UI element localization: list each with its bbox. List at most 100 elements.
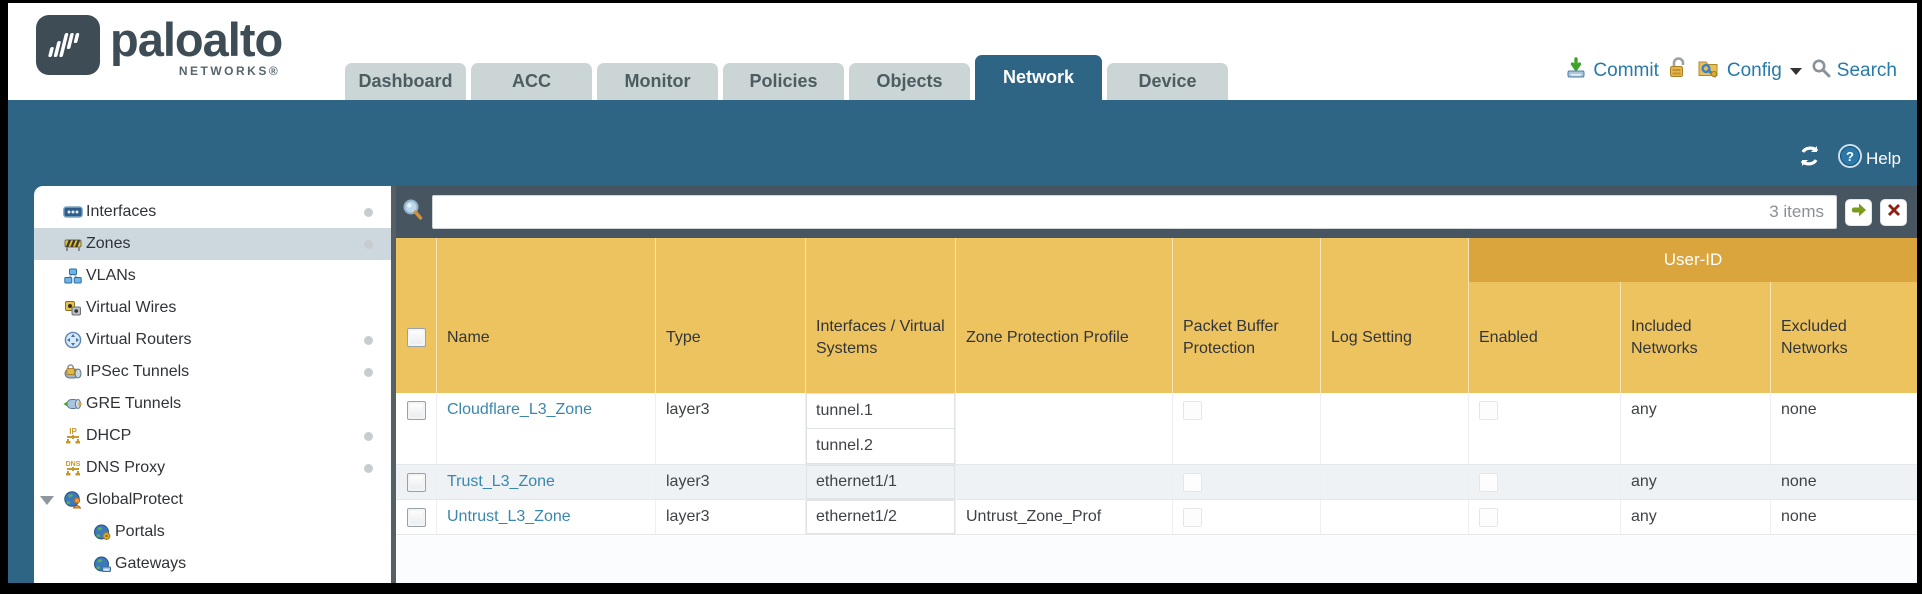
log-setting-cell <box>1321 393 1469 464</box>
user-id-enabled-checkbox[interactable] <box>1479 401 1498 420</box>
tab-objects[interactable]: Objects <box>849 63 970 100</box>
user-id-group-header: User-ID <box>1469 238 1917 282</box>
config-menu-button[interactable]: Config <box>1697 57 1802 85</box>
zones-main-panel: 3 items <box>391 186 1917 583</box>
zone-name-link[interactable]: Untrust_L3_Zone <box>447 508 571 525</box>
column-header-enabled[interactable]: Enabled <box>1469 238 1621 393</box>
interface-entry: ethernet1/2 <box>806 500 955 534</box>
excluded-networks-cell: none <box>1781 473 1817 490</box>
select-all-checkbox[interactable] <box>406 328 426 347</box>
zone-type-cell: layer3 <box>656 465 806 499</box>
column-header-interfaces[interactable]: Interfaces / Virtual Systems <box>806 238 956 393</box>
sidebar-item-gre-tunnels[interactable]: GRE Tunnels <box>34 388 391 420</box>
status-dot <box>364 368 373 377</box>
svg-text:DNS: DNS <box>66 461 81 468</box>
commit-icon <box>1565 57 1587 85</box>
filter-input[interactable] <box>433 196 1770 228</box>
sidebar-item-portals[interactable]: Portals <box>34 516 391 548</box>
sidebar-item-interfaces[interactable]: Interfaces <box>34 196 391 228</box>
packet-buffer-checkbox[interactable] <box>1183 472 1202 492</box>
dhcp-icon: IP <box>60 427 86 445</box>
sidebar-item-gateways[interactable]: Gateways <box>34 548 391 580</box>
header-utility-links: Commit Con <box>1565 57 1897 85</box>
table-empty-area <box>396 535 1917 583</box>
tab-monitor[interactable]: Monitor <box>597 63 718 100</box>
column-header-zone-protection-profile[interactable]: Zone Protection Profile <box>956 238 1173 393</box>
column-header-packet-buffer-protection[interactable]: Packet Buffer Protection <box>1173 238 1321 393</box>
user-id-enabled-checkbox[interactable] <box>1479 472 1498 492</box>
tab-policies[interactable]: Policies <box>723 63 844 100</box>
included-networks-cell: any <box>1621 465 1771 499</box>
sidebar-item-label: DHCP <box>86 427 132 444</box>
zone-interfaces-cell: ethernet1/2 <box>806 500 956 534</box>
zone-type-cell: layer3 <box>656 393 806 464</box>
interface-entry: tunnel.1 <box>806 393 955 429</box>
packet-buffer-checkbox[interactable] <box>1183 401 1202 420</box>
status-dot <box>364 336 373 345</box>
portals-icon <box>89 524 115 541</box>
sidebar-item-vlans[interactable]: VLANs <box>34 260 391 292</box>
row-checkbox[interactable] <box>406 401 426 420</box>
tab-device[interactable]: Device <box>1107 63 1228 100</box>
sidebar-item-label: DNS Proxy <box>86 459 166 476</box>
zones-table-header: Name Type Interfaces / Virtual Systems Z… <box>396 238 1917 393</box>
column-header-log-setting[interactable]: Log Setting <box>1321 238 1469 393</box>
sidebar-item-label: Virtual Routers <box>86 331 192 348</box>
tab-dashboard[interactable]: Dashboard <box>345 63 466 100</box>
sidebar-item-label: IPSec Tunnels <box>86 363 190 380</box>
svg-text:?: ? <box>1846 149 1854 164</box>
table-row[interactable]: Untrust_L3_Zone layer3 ethernet1/2 Untru… <box>396 500 1917 535</box>
search-button[interactable]: Search <box>1811 58 1897 84</box>
red-x-icon <box>1885 201 1903 224</box>
sidebar-item-dns-proxy[interactable]: DNS DNS Proxy <box>34 452 391 484</box>
filter-toolbar: 3 items <box>396 186 1917 238</box>
row-checkbox[interactable] <box>406 472 426 492</box>
sidebar-item-dhcp[interactable]: IP DHCP <box>34 420 391 452</box>
interface-entry: ethernet1/1 <box>806 465 955 499</box>
zone-name-link[interactable]: Cloudflare_L3_Zone <box>447 401 592 418</box>
included-networks-cell: any <box>1621 393 1771 464</box>
log-setting-cell <box>1321 500 1469 534</box>
zone-interfaces-cell: tunnel.1 tunnel.2 <box>806 393 956 464</box>
sidebar-item-virtual-wires[interactable]: Virtual Wires <box>34 292 391 324</box>
help-icon: ? <box>1837 143 1863 174</box>
refresh-icon[interactable] <box>1796 144 1823 173</box>
row-checkbox[interactable] <box>406 507 426 527</box>
table-row[interactable]: Trust_L3_Zone layer3 ethernet1/1 any non… <box>396 465 1917 500</box>
items-count: 3 items <box>1769 202 1824 221</box>
dns-proxy-icon: DNS <box>60 459 86 477</box>
interfaces-icon <box>60 205 86 219</box>
column-header-excluded-networks[interactable]: Excluded Networks <box>1781 317 1848 357</box>
virtual-routers-icon <box>60 331 86 349</box>
unlock-icon[interactable] <box>1668 57 1688 85</box>
collapse-triangle-icon[interactable] <box>40 495 54 505</box>
interface-entry: tunnel.2 <box>806 428 955 464</box>
tab-network[interactable]: Network <box>975 55 1102 100</box>
excluded-networks-cell: none <box>1781 508 1817 525</box>
status-dot <box>364 208 373 217</box>
sidebar-item-label: Virtual Wires <box>86 299 177 316</box>
column-header-included-networks[interactable]: Included Networks <box>1621 238 1771 393</box>
packet-buffer-checkbox[interactable] <box>1183 507 1202 527</box>
tab-acc[interactable]: ACC <box>471 63 592 100</box>
help-button[interactable]: ? Help <box>1837 143 1901 174</box>
zones-icon <box>60 237 86 252</box>
network-sidebar: Interfaces Zones <box>34 186 391 583</box>
user-id-enabled-checkbox[interactable] <box>1479 507 1498 527</box>
sidebar-item-label: Gateways <box>115 555 187 572</box>
gre-tunnels-icon <box>60 397 86 411</box>
table-row[interactable]: Cloudflare_L3_Zone layer3 tunnel.1 tunne… <box>396 393 1917 465</box>
sidebar-item-zones[interactable]: Zones <box>34 228 391 260</box>
column-header-type[interactable]: Type <box>656 238 806 393</box>
filter-search-icon <box>402 198 424 227</box>
sidebar-item-globalprotect[interactable]: GlobalProtect <box>34 484 391 516</box>
column-header-name[interactable]: Name <box>437 238 656 393</box>
zone-name-link[interactable]: Trust_L3_Zone <box>447 473 555 490</box>
commit-button[interactable]: Commit <box>1565 57 1659 85</box>
sidebar-item-virtual-routers[interactable]: Virtual Routers <box>34 324 391 356</box>
apply-filter-button[interactable] <box>1845 198 1872 226</box>
sidebar-item-ipsec-tunnels[interactable]: IPSec Tunnels <box>34 356 391 388</box>
clear-filter-button[interactable] <box>1880 198 1907 226</box>
commit-label: Commit <box>1593 60 1659 81</box>
search-label: Search <box>1836 60 1897 81</box>
